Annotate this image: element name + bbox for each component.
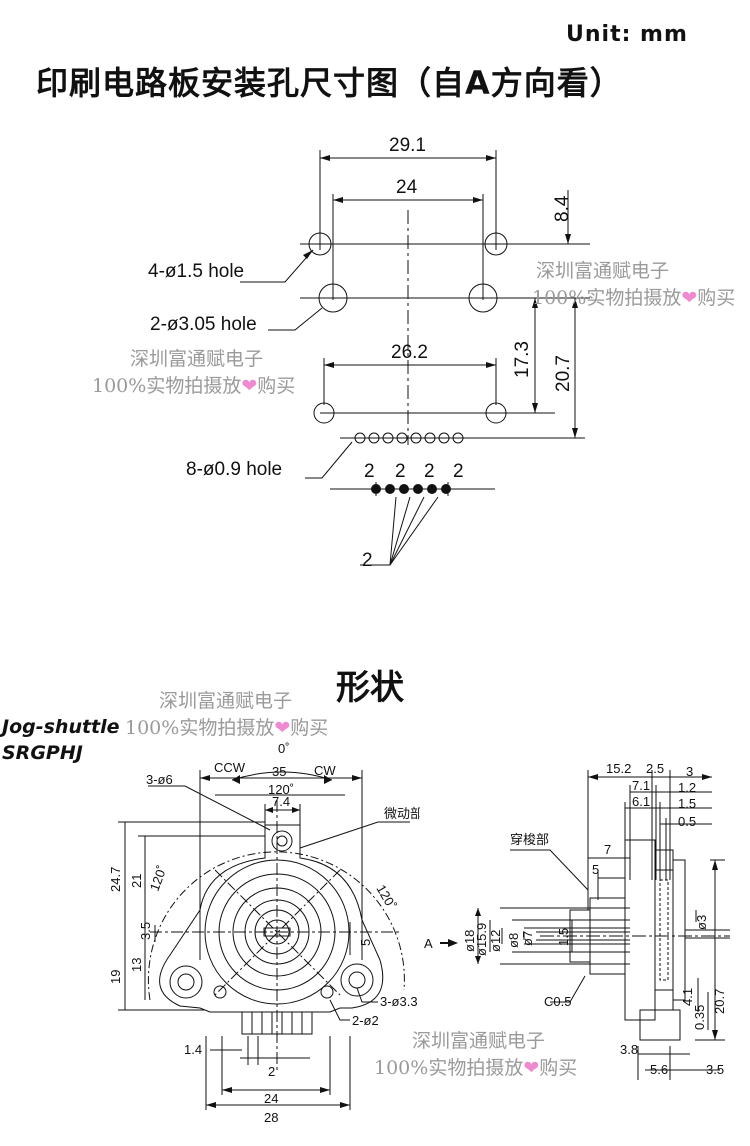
dim-3-8: 3.8 — [620, 1042, 638, 1057]
pcb-hole-diagram: 29.1 24 8.4 26.2 17.3 20.7 4-ø1.5 hole 2… — [148, 135, 750, 571]
dia-15-9: ø15.9 — [474, 923, 489, 956]
pitch-label: 2 — [453, 461, 464, 482]
dim-3-5: 3.5 — [706, 1062, 724, 1077]
cw-label: CW — [314, 763, 336, 778]
dim-17-3: 17.3 — [512, 341, 533, 378]
shuttle-part-label: 穿梭部 — [510, 832, 549, 847]
dim-5: 5 — [358, 939, 373, 946]
pitch-label: 2 — [364, 461, 375, 482]
dim-6-1: 6.1 — [632, 794, 650, 809]
dim-7-1: 7.1 — [632, 778, 650, 793]
dim-28: 28 — [264, 1110, 278, 1125]
dia-18: ø18 — [462, 930, 477, 952]
dim-1-5: 1.5 — [678, 796, 696, 811]
angle-0-label: 0˚ — [278, 741, 290, 756]
dim-21: 21 — [129, 874, 144, 888]
pcb-hole-title: 印刷电路板安装孔尺寸图（自A方向看） — [36, 64, 623, 102]
pitch-label: 2 — [395, 461, 406, 482]
ccw-label: CCW — [214, 760, 246, 775]
dim-26-2: 26.2 — [391, 342, 428, 363]
dim-20-7: 20.7 — [712, 989, 727, 1014]
side-view-diagram: 15.2 2.5 3 7.1 1.2 6.1 1.5 0.5 穿梭部 7 5 ø… — [424, 761, 750, 1146]
unit-label: Unit: mm — [566, 22, 688, 47]
dim-1-5-vertical: 1.5 — [556, 928, 571, 946]
angle-120-left: 120˚ — [147, 863, 170, 893]
dim-24-7: 24.7 — [108, 867, 123, 892]
dim-5: 5 — [592, 862, 599, 877]
watermark: 深圳富通赋电子 100%实物拍摄放❤购买 — [374, 1030, 578, 1079]
dim-7-4: 7.4 — [272, 794, 290, 809]
dim-0-5: 0.5 — [678, 814, 696, 829]
dim-7: 7 — [604, 842, 611, 857]
hole-4-label: 4-ø1.5 hole — [148, 261, 244, 282]
dim-0-35: 0.35 — [692, 1005, 707, 1030]
dim-2: 2 — [268, 1064, 275, 1079]
dim-19: 19 — [108, 970, 123, 984]
watermark: 深圳富通赋电子 100%实物拍摄放❤购买 — [92, 348, 296, 397]
micro-part-label: 微动部 — [384, 806, 420, 821]
angle-120-top: 120˚ — [268, 782, 294, 797]
dim-1-2: 1.2 — [678, 780, 696, 795]
dim-15-2: 15.2 — [606, 761, 631, 776]
dim-20-7: 20.7 — [553, 355, 574, 392]
dim-4-1: 4.1 — [680, 988, 695, 1006]
dim-8-4: 8.4 — [552, 195, 573, 222]
model-line-1: Jog-shuttle — [2, 716, 120, 738]
model-line-2: SRGPHJ — [2, 742, 83, 764]
dim-29-1: 29.1 — [389, 135, 426, 156]
dim-2-5: 2.5 — [646, 761, 664, 776]
arrow-a-label: A — [424, 936, 433, 951]
dia-8: ø8 — [506, 933, 521, 948]
dia-3: ø3 — [694, 915, 709, 930]
pitch-label: 2 — [424, 461, 435, 482]
dim-3-5: 3.5 — [138, 922, 153, 940]
dim-24: 24 — [396, 177, 418, 198]
holes-3-3-label: 3-ø3.3 holes — [380, 994, 420, 1009]
dim-24-bottom: 24 — [264, 1091, 278, 1106]
hole-2-label: 2-ø3.05 hole — [150, 314, 257, 335]
shape-title: 形状 — [336, 668, 404, 708]
dim-13: 13 — [129, 958, 144, 972]
dia-7: ø7 — [520, 931, 535, 946]
holes-6-label: 3-ø6 — [146, 772, 173, 787]
dim-35: 35 — [272, 764, 286, 779]
pitch-2-label: 2 — [362, 550, 373, 571]
holes-2-label: 2-ø2 — [352, 1013, 379, 1028]
dim-3: 3 — [686, 764, 693, 779]
chamfer-label: C0.5 — [544, 994, 571, 1009]
watermark: 深圳富通赋电子 100%实物拍摄放❤购买 — [125, 690, 329, 739]
front-view-diagram: 0˚ CCW CW 35 120˚ 7.4 3-ø6 微动部 120˚ 120˚… — [108, 741, 420, 1125]
watermark: 深圳富通赋电子 100%实物拍摄放❤购买 — [532, 260, 736, 309]
dim-1-4: 1.4 — [184, 1042, 202, 1057]
dia-12: ø12 — [488, 930, 503, 952]
hole-8-label: 8-ø0.9 hole — [186, 459, 282, 480]
dim-5-6: 5.6 — [650, 1062, 668, 1077]
angle-120-right: 120˚ — [373, 882, 399, 912]
